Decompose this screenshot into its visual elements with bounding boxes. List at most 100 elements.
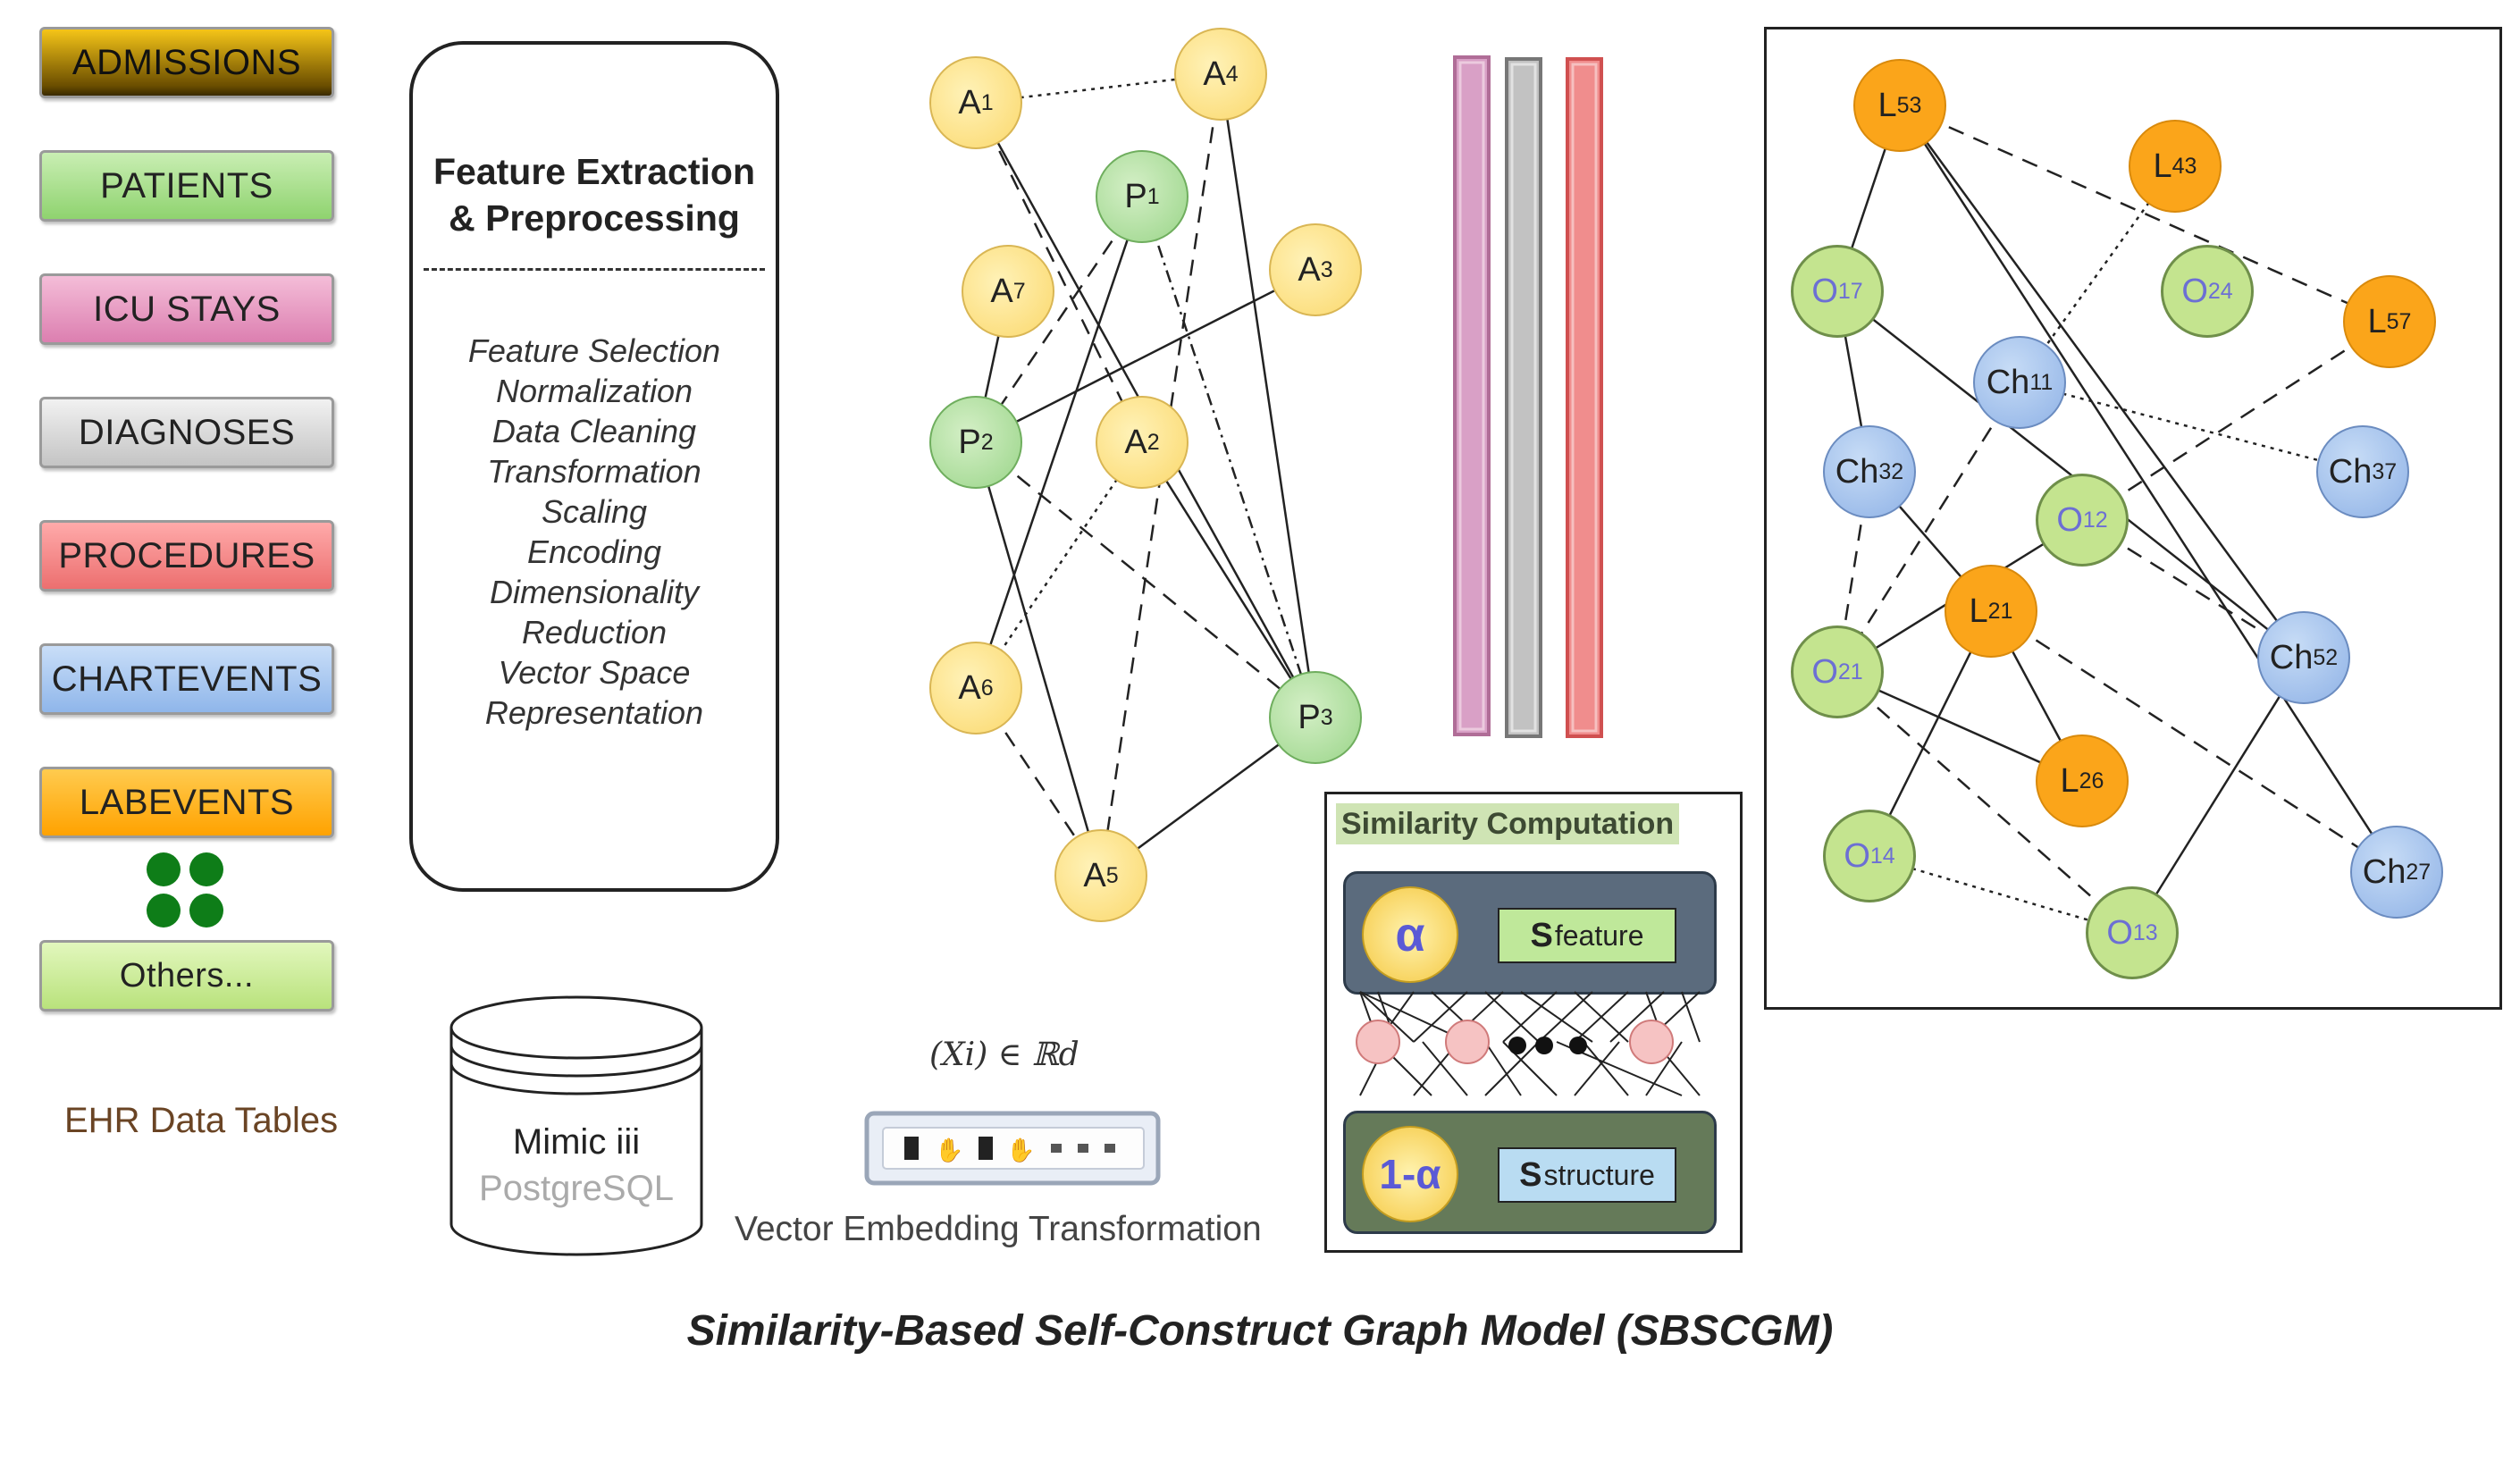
feature-extraction-title-line2: & Preprocessing (449, 197, 740, 239)
node-letter: O (2106, 913, 2133, 952)
step-item: Dimensionality (489, 574, 700, 610)
event-graph-panel (1764, 27, 2502, 1010)
node-subscript: 57 (2386, 308, 2412, 334)
feature-extraction-divider (424, 268, 765, 271)
node-letter: L (2367, 302, 2387, 340)
s-structure-symbol: S (1519, 1155, 1542, 1194)
edge-ch52-o13 (2130, 657, 2306, 934)
node-subscript: 4 (1225, 61, 1239, 87)
step-item: Normalization (495, 373, 693, 409)
node-subscript: 26 (2079, 768, 2104, 793)
ehr-tables-caption: EHR Data Tables (64, 1101, 339, 1140)
node-subscript: 7 (1012, 278, 1026, 304)
node-letter: A (990, 272, 1013, 310)
edge-l53-ch27 (1898, 105, 2398, 873)
node-letter: A (958, 83, 981, 122)
node-subscript: 37 (2372, 458, 2398, 484)
node-subscript: 12 (2082, 507, 2108, 533)
edge-ch11-o21 (1835, 382, 2021, 673)
node-letter: Ch (2328, 452, 2373, 491)
node-subscript: 2 (1147, 429, 1160, 455)
step-item: Feature Selection (467, 332, 721, 369)
edge-l57-o12 (2081, 320, 2390, 522)
node-letter: Ch (1835, 452, 1879, 491)
table-patients: PATIENTS (39, 150, 334, 222)
table-chartevents: CHARTEVENTS (39, 643, 334, 715)
node-letter: L (2060, 761, 2079, 800)
edge-a3-p2 (975, 268, 1316, 444)
node-subscript: 2 (980, 429, 994, 455)
edge-l53-ch52 (1898, 105, 2306, 659)
embedding-vector-icon: ✋ ✋ (864, 1111, 1161, 1186)
step-item: Representation (484, 694, 704, 731)
edge-l53-l57 (1899, 104, 2390, 323)
s-feature-sub: feature (1554, 919, 1644, 952)
svg-text:✋: ✋ (935, 1137, 963, 1164)
step-item: Reduction (521, 614, 668, 651)
feature-extraction-title-line1: Feature Extraction (433, 151, 755, 192)
table-others: Others... (39, 940, 334, 1012)
table-labevents: LABEVENTS (39, 767, 334, 838)
node-letter: O (1811, 272, 1838, 310)
node-subscript: 53 (1896, 92, 1922, 118)
node-letter: L (2153, 147, 2172, 185)
edge-a2-p3 (1140, 441, 1317, 718)
node-subscript: 1 (980, 89, 994, 115)
node-subscript: 1 (1147, 183, 1160, 209)
node-subscript: 43 (2171, 153, 2197, 179)
more-tables-dots-icon (147, 852, 227, 929)
node-subscript: 21 (1837, 659, 1863, 684)
embedding-label: Vector Embedding Transformation (735, 1210, 1262, 1248)
node-letter: A (1124, 423, 1147, 461)
node-letter: O (2181, 272, 2208, 310)
node-subscript: 13 (2132, 919, 2158, 945)
node-letter: Ch (2269, 638, 2314, 676)
s-structure-sub: structure (1543, 1158, 1655, 1191)
node-letter: O (1811, 652, 1838, 691)
edge-p1-a6 (974, 196, 1144, 689)
step-item: Data Cleaning (491, 413, 697, 449)
step-item: Transformation (487, 453, 701, 490)
s-feature-symbol: S (1530, 916, 1553, 954)
node-letter: A (1203, 55, 1226, 93)
table-icu-stays: ICU STAYS (39, 273, 334, 345)
node-subscript: 21 (1987, 598, 2013, 624)
node-subscript: 11 (2029, 369, 2054, 395)
edge-o21-o13 (1836, 671, 2133, 934)
node-subscript: 3 (1320, 704, 1333, 730)
node-letter: P (1298, 698, 1321, 736)
node-subscript: 14 (1869, 843, 1895, 869)
step-item: Vector Space (498, 654, 691, 691)
database-name: Mimic iii (512, 1122, 641, 1162)
feature-extraction-steps: Feature Selection Normalization Data Cle… (413, 331, 776, 733)
node-subscript: 3 (1320, 256, 1333, 282)
table-procedures: PROCEDURES (39, 520, 334, 592)
edge-ch11-ch37 (2019, 381, 2364, 474)
embedding-bars (1453, 55, 1603, 738)
node-subscript: 5 (1105, 862, 1119, 888)
